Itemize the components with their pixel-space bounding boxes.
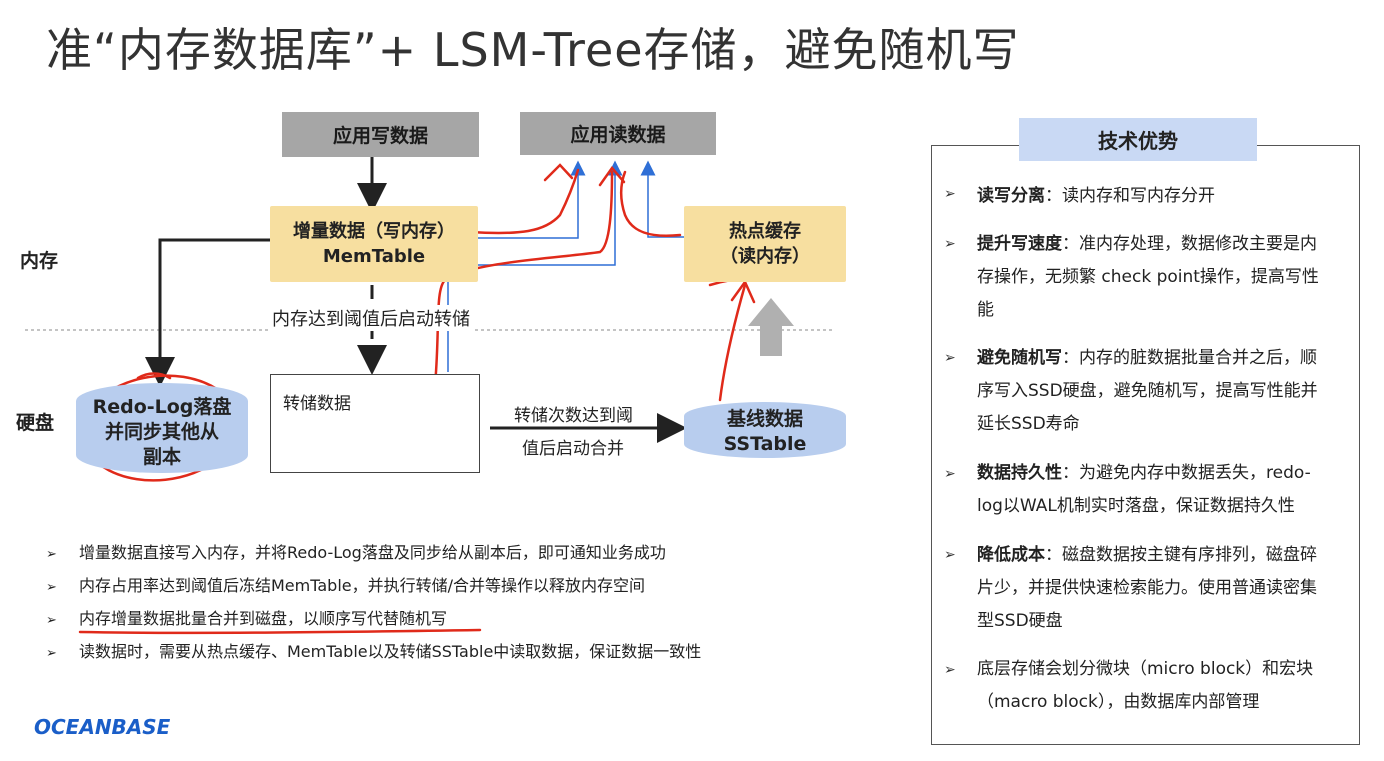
redo-line-2: 并同步其他从: [104, 421, 219, 443]
redo-line-1: Redo-Log落盘: [92, 396, 232, 418]
dump-data-label: 转储数据: [283, 394, 351, 414]
chevron-right-icon: ➢: [46, 646, 57, 661]
read-memtable-arrow: [478, 160, 586, 239]
list-item: ➢读数据时，需要从热点缓存、MemTable以及转储SSTable中读取数据，保…: [46, 642, 702, 661]
sstable-line-2: SSTable: [723, 433, 807, 455]
chevron-right-icon: ➢: [944, 547, 956, 563]
hot-cache-sub: （读内存）: [720, 246, 810, 267]
advantages-title: 技术优势: [1019, 118, 1257, 161]
chevron-right-icon: ➢: [944, 466, 956, 482]
chevron-right-icon: ➢: [944, 350, 956, 366]
redo-line-3: 副本: [142, 446, 181, 468]
row-label-disk: 硬盘: [16, 412, 55, 434]
advantage-item: 数据持久性：为避免内存中数据丢失，redo- log以WAL机制实时落盘，保证数…: [977, 463, 1311, 516]
advantage-item: 降低成本：磁盘数据按主键有序排列，磁盘碎 片少，并提供快速检索能力。使用普通读密…: [977, 545, 1317, 631]
sstable-line-1: 基线数据: [726, 408, 803, 430]
chevron-right-icon: ➢: [944, 662, 956, 678]
chevron-right-icon: ➢: [46, 547, 57, 562]
advantages-panel: [931, 145, 1360, 745]
chevron-right-icon: ➢: [944, 186, 956, 202]
chevron-right-icon: ➢: [46, 613, 57, 628]
memtable-name: MemTable: [322, 246, 426, 267]
app-read-box: 应用读数据: [520, 112, 716, 155]
oceanbase-logo: OCEANBASE: [34, 715, 171, 739]
list-item: ➢增量数据直接写入内存，并将Redo-Log落盘及同步给从副本后，即可通知业务成…: [46, 543, 666, 562]
threshold-dump-label: 内存达到阈值后启动转储: [270, 305, 472, 331]
dump-data-box: 转储数据: [270, 374, 480, 473]
merge-label-line2: 值后启动合并: [522, 439, 624, 459]
hot-cache-label: 热点缓存: [729, 221, 801, 242]
redo-log-cylinder: Redo-Log落盘 并同步其他从 副本: [76, 383, 248, 473]
advantage-item: 底层存储会划分微块（micro block）和宏块 （macro block），…: [977, 659, 1314, 712]
memtable-label: 增量数据（写内存）: [293, 221, 455, 242]
advantage-item: 读写分离：读内存和写内存分开: [977, 186, 1215, 206]
merge-label-line1: 转储次数达到阈: [514, 406, 633, 426]
redo-arrow: [145, 238, 270, 387]
row-label-memory: 内存: [20, 250, 59, 272]
chevron-right-icon: ➢: [944, 236, 956, 252]
advantage-item: 提升写速度：准内存处理，数据修改主要是内 存操作，无频繁 check point…: [977, 234, 1319, 320]
read-cache-arrow: [640, 160, 685, 238]
page-title: 准“内存数据库”+ LSM-Tree存储，避免随机写: [46, 23, 1020, 77]
hot-cache-box: 热点缓存 （读内存）: [684, 206, 846, 282]
chevron-right-icon: ➢: [46, 580, 57, 595]
list-item: ➢内存增量数据批量合并到磁盘，以顺序写代替随机写: [46, 609, 448, 628]
memtable-box: 增量数据（写内存） MemTable: [270, 206, 478, 282]
app-write-box: 应用写数据: [282, 112, 479, 157]
list-item: ➢内存占用率达到阈值后冻结MemTable，并执行转储/合并等操作以释放内存空间: [46, 576, 646, 595]
load-up-arrow-icon: [748, 298, 794, 356]
advantage-item: 避免随机写：内存的脏数据批量合并之后，顺 序写入SSD硬盘，避免随机写，提高写性…: [977, 348, 1318, 434]
sstable-cylinder: 基线数据 SSTable: [684, 402, 846, 458]
